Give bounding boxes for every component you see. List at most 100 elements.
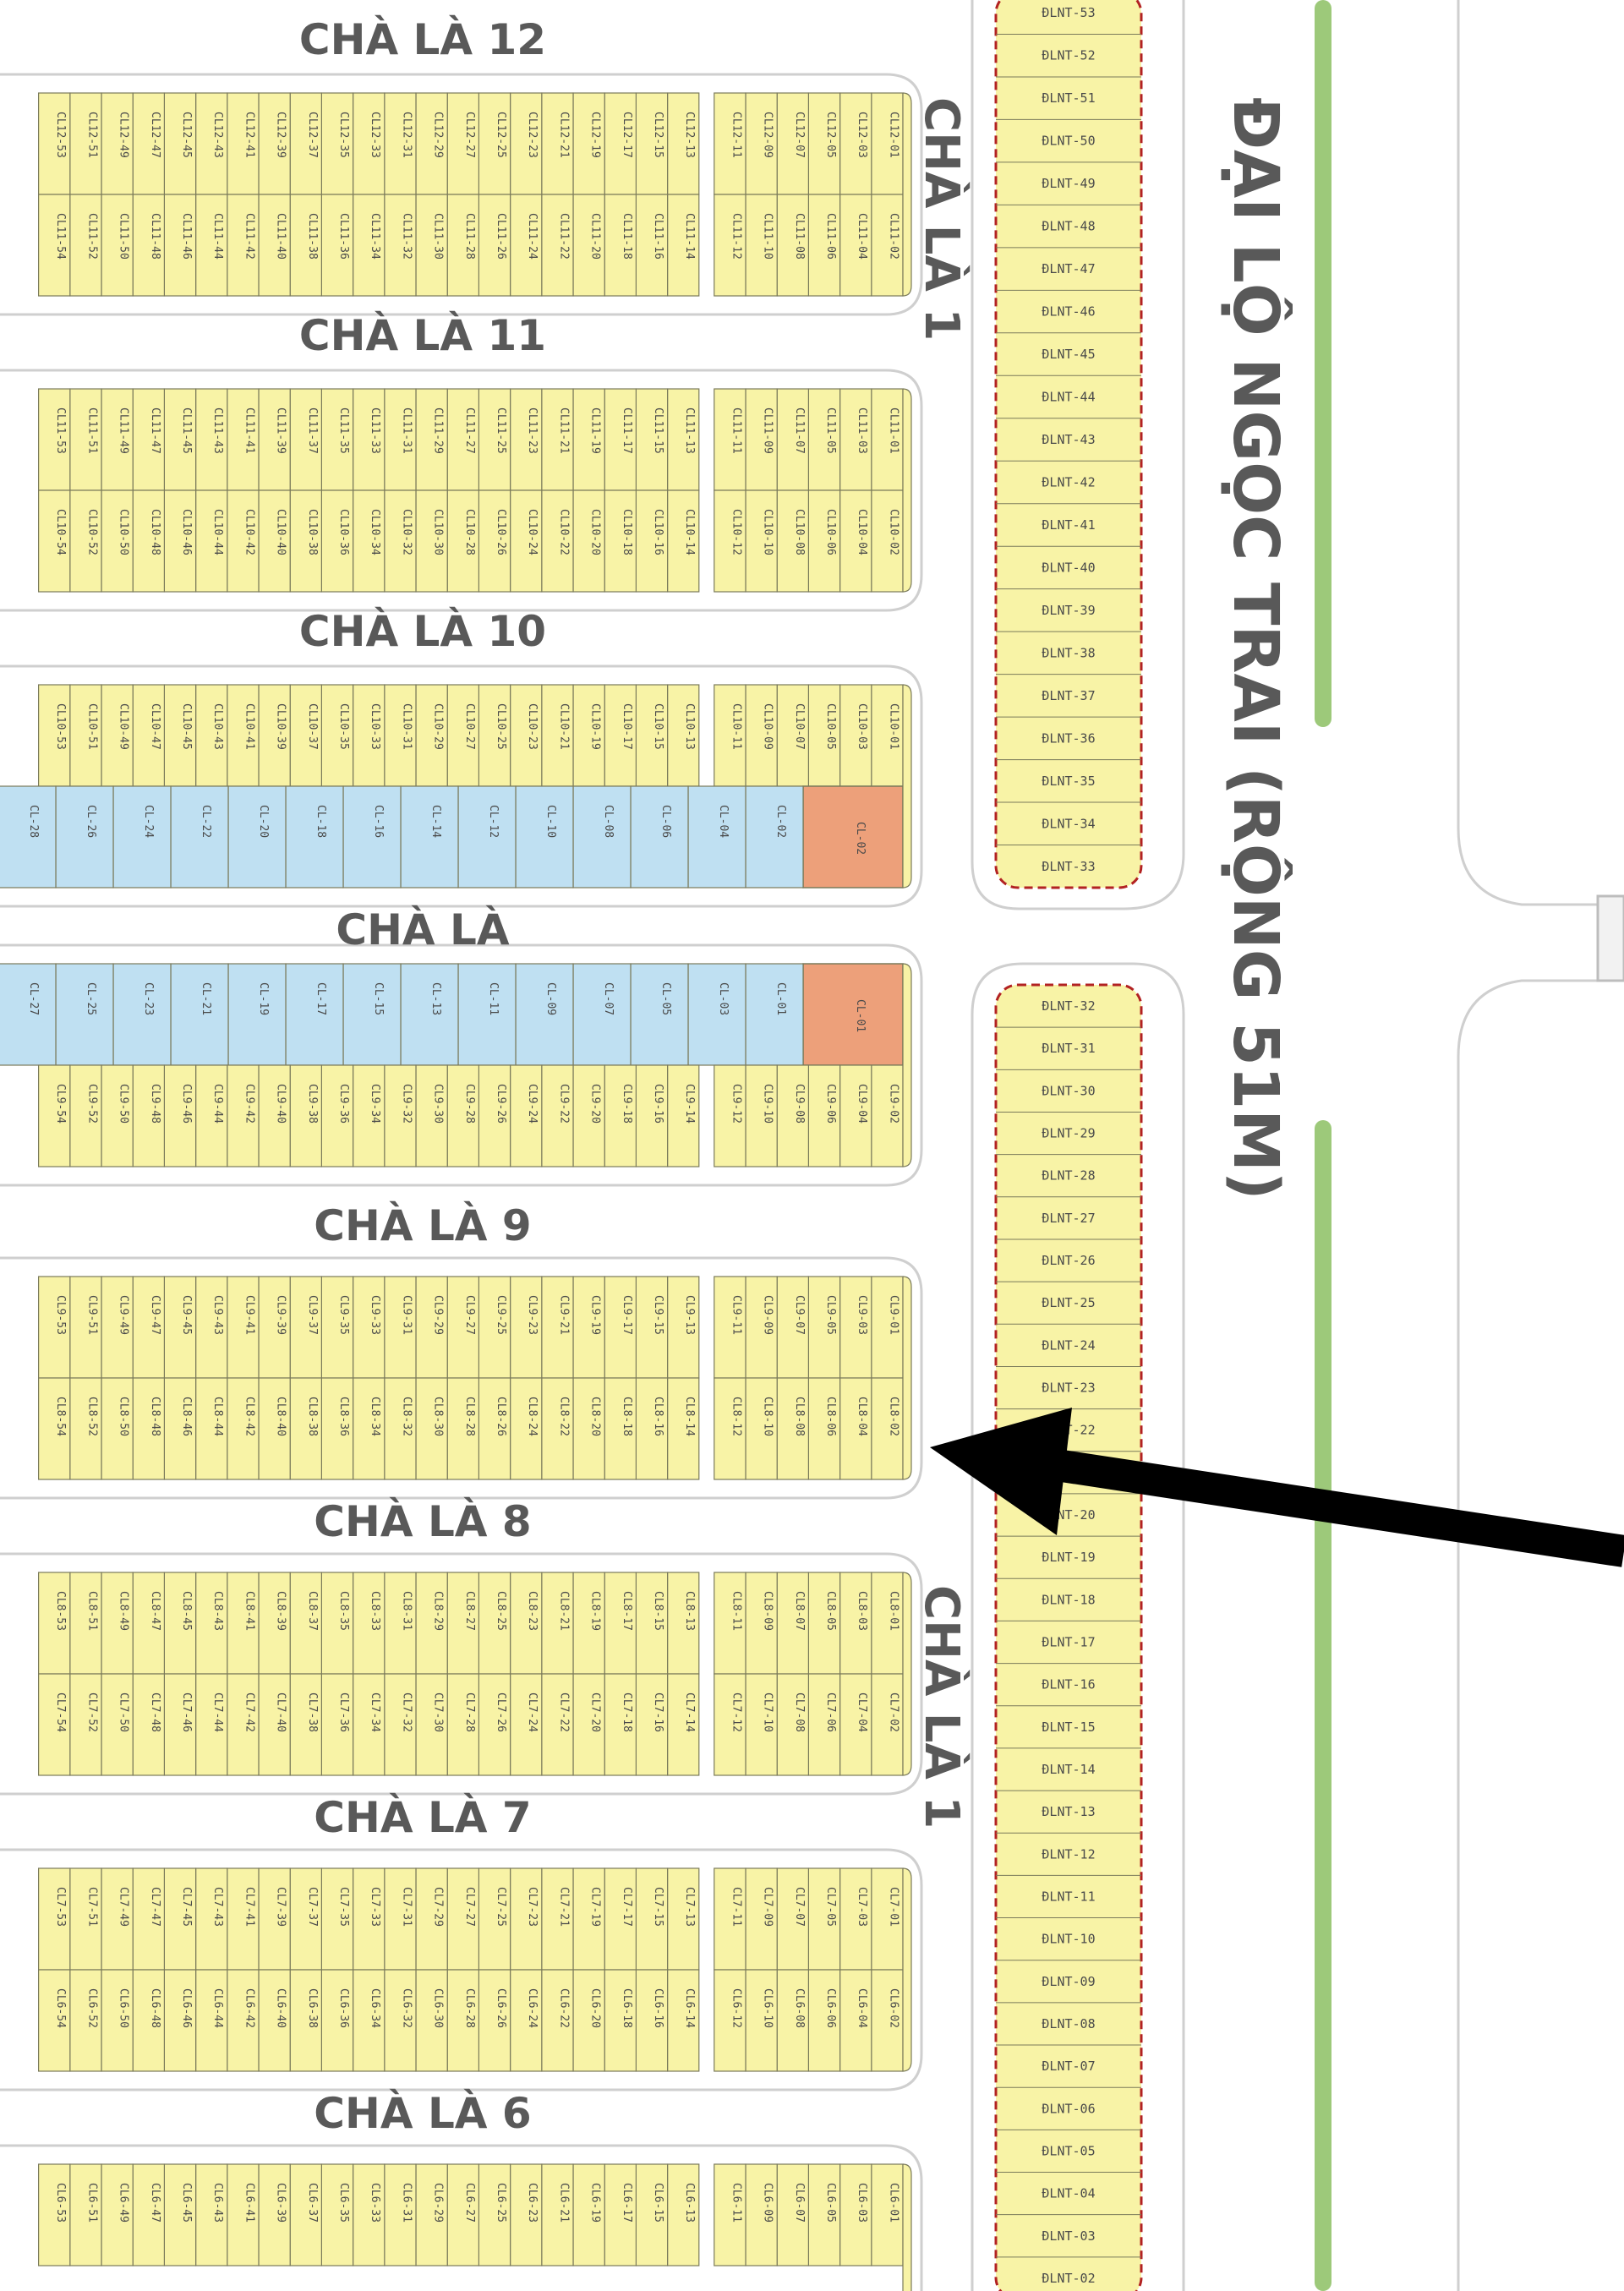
lot-number: CL9-22 [557, 1084, 570, 1124]
corner-lot [802, 785, 904, 889]
lot-cell [666, 1673, 700, 1776]
lot-number: CL8-05 [824, 1591, 837, 1631]
lot-number: CL8-40 [275, 1397, 287, 1436]
right-curb-line-lower [1457, 979, 1624, 2291]
side-street-label-bottom: CHÀ LÀ 1 [914, 1585, 969, 1829]
nt-lot-number: ĐLNT-29 [1042, 1126, 1095, 1141]
lot-number: CL11-28 [463, 213, 476, 260]
green-median-bottom [1315, 1120, 1331, 2291]
lot-cell [666, 92, 700, 195]
lot-cell [163, 388, 197, 491]
lot-number: CL8-30 [432, 1397, 445, 1436]
lot-number: CL9-03 [856, 1295, 868, 1335]
lot-cell [320, 2163, 354, 2266]
lot-number: CL-05 [659, 982, 672, 1015]
lot-cell [353, 1377, 385, 1480]
lot-number: CL6-44 [211, 1988, 224, 2028]
lot-number: CL6-04 [856, 1988, 868, 2028]
lot-number: CL9-23 [526, 1295, 539, 1335]
lot-number: CL12-05 [824, 112, 837, 158]
lot-cell [666, 1064, 700, 1167]
lot-cell [384, 1572, 417, 1675]
lot-number: CL6-11 [730, 2183, 742, 2223]
corner-lot-number: CL-01 [854, 999, 867, 1032]
lot-number: CL10-12 [730, 509, 742, 555]
lot-number: CL6-19 [589, 2183, 602, 2223]
lot-number: CL12-03 [856, 112, 868, 158]
lot-cell [132, 388, 165, 491]
lot-cell [635, 1673, 669, 1776]
street-label: CHÀ LÀ 7 [314, 1792, 531, 1842]
lot-cell [604, 2163, 637, 2266]
lot-cell [776, 2163, 810, 2266]
lot-cell [541, 388, 574, 491]
lot-cell [289, 1673, 323, 1776]
lot-cell [227, 489, 260, 593]
lot-number: CL8-47 [149, 1591, 161, 1631]
lot-cell [163, 1276, 197, 1379]
lot-cell [807, 388, 841, 491]
lot-number: CL7-06 [824, 1692, 837, 1732]
lot-cell [776, 1377, 810, 1480]
lot-number: CL9-44 [211, 1084, 224, 1124]
lot-cell [353, 2163, 385, 2266]
lot-number: CL12-35 [337, 112, 350, 158]
lot-number: CL7-20 [589, 1692, 602, 1732]
lot-cell [37, 194, 71, 297]
lot-number: CL9-04 [856, 1084, 868, 1124]
lot-cell [353, 684, 385, 787]
lot-cell [227, 1064, 260, 1167]
lot-number: CL-19 [257, 982, 270, 1015]
lot-cell [604, 489, 637, 593]
lot-number: CL12-21 [557, 112, 570, 158]
lot-number: CL9-51 [85, 1295, 98, 1335]
lot-number: CL11-22 [557, 213, 570, 260]
lot-cell [478, 1064, 511, 1167]
lot-number: CL6-43 [211, 2183, 224, 2223]
nt-lot-number: ĐLNT-07 [1042, 2059, 1095, 2074]
lot-number: CL7-46 [180, 1692, 193, 1732]
lot-number: CL7-49 [118, 1887, 130, 1927]
lot-number: CL7-38 [306, 1692, 319, 1732]
lot-cell [714, 684, 746, 787]
lot-number: CL11-03 [856, 407, 868, 454]
lot-cell [0, 963, 57, 1066]
lot-cell [258, 1276, 291, 1379]
lot-cell [509, 1969, 543, 2072]
lot-number: CL12-39 [275, 112, 287, 158]
lot-number: CL7-10 [762, 1692, 774, 1732]
lot-number: CL6-16 [652, 1988, 664, 2028]
lot-number: CL8-49 [118, 1591, 130, 1631]
lot-number: CL10-34 [369, 509, 381, 555]
lot-number: CL7-24 [526, 1692, 539, 1732]
lot-number: CL10-27 [463, 703, 476, 750]
lot-cell [509, 1673, 543, 1776]
lot-cell [714, 1064, 746, 1167]
lot-number: CL11-40 [275, 213, 287, 260]
lot-cell [69, 1867, 102, 1971]
lot-number: CL10-41 [243, 703, 255, 750]
lot-number: CL7-34 [369, 1692, 381, 1732]
lot-cell [541, 92, 574, 195]
nt-lot-number: ĐLNT-18 [1042, 1592, 1095, 1607]
lot-number: CL6-23 [526, 2183, 539, 2223]
nt-lot-number: ĐLNT-53 [1042, 5, 1095, 20]
lot-cell [37, 1969, 71, 2072]
lot-cell [320, 1377, 354, 1480]
lot-cell [635, 1377, 669, 1480]
lot-cell [69, 1064, 102, 1167]
lot-number: CL10-15 [652, 703, 664, 750]
lot-number: CL11-27 [463, 407, 476, 454]
lot-number: CL11-41 [243, 407, 255, 454]
nt-lot-number: ĐLNT-04 [1042, 2186, 1095, 2201]
nt-lot-number: ĐLNT-05 [1042, 2143, 1095, 2158]
lot-cell [509, 684, 543, 787]
lot-cell [101, 2163, 134, 2266]
lot-number: CL7-48 [149, 1692, 161, 1732]
lot-cell [509, 489, 543, 593]
lot-number: CL6-54 [54, 1988, 67, 2028]
lot-number: CL8-02 [887, 1397, 899, 1436]
lot-cell [289, 1572, 323, 1675]
lot-number: CL7-47 [149, 1887, 161, 1927]
nt-lot-number: ĐLNT-34 [1042, 816, 1095, 831]
